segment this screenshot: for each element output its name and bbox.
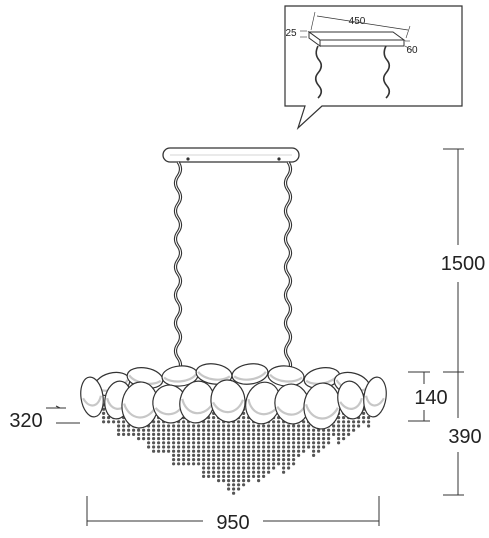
inset-width-dim-line xyxy=(316,15,409,31)
leaf-back xyxy=(195,363,233,385)
crystal-strand xyxy=(217,403,221,483)
width-label: 950 xyxy=(216,512,249,534)
leaf-front xyxy=(363,376,387,418)
crystal-strand xyxy=(202,403,206,478)
ceiling-canopy xyxy=(162,147,300,163)
width-dimension xyxy=(86,496,380,526)
inset-height-label: 25 xyxy=(285,28,297,39)
side-depth-dimension xyxy=(46,405,80,424)
leaf-ring xyxy=(80,363,387,430)
drop-length-label: 1500 xyxy=(441,253,486,275)
leaf-front xyxy=(179,380,215,424)
inset-rod-right xyxy=(382,45,391,99)
body-height-label: 390 xyxy=(448,426,481,448)
crystal-strand xyxy=(242,403,246,487)
leaf-front xyxy=(245,381,281,425)
leaf-front xyxy=(210,379,246,423)
plate-height-label: 140 xyxy=(414,387,447,409)
leaf-back xyxy=(161,365,199,387)
height-dimension xyxy=(443,148,464,496)
suspension-rods xyxy=(173,161,293,384)
inset-callout: 450 25 60 xyxy=(284,5,463,130)
crystal-strand xyxy=(247,403,251,483)
plate-height-dimension xyxy=(408,371,430,422)
leaf-back xyxy=(231,363,269,385)
leaf-front xyxy=(303,382,341,430)
inset-rod-left xyxy=(314,45,323,99)
inset-depth-label: 60 xyxy=(406,45,418,56)
side-depth-label: 320 xyxy=(9,410,42,432)
inset-width-label: 450 xyxy=(349,16,366,27)
inset-canopy xyxy=(307,31,406,47)
leaf-front xyxy=(80,376,104,418)
